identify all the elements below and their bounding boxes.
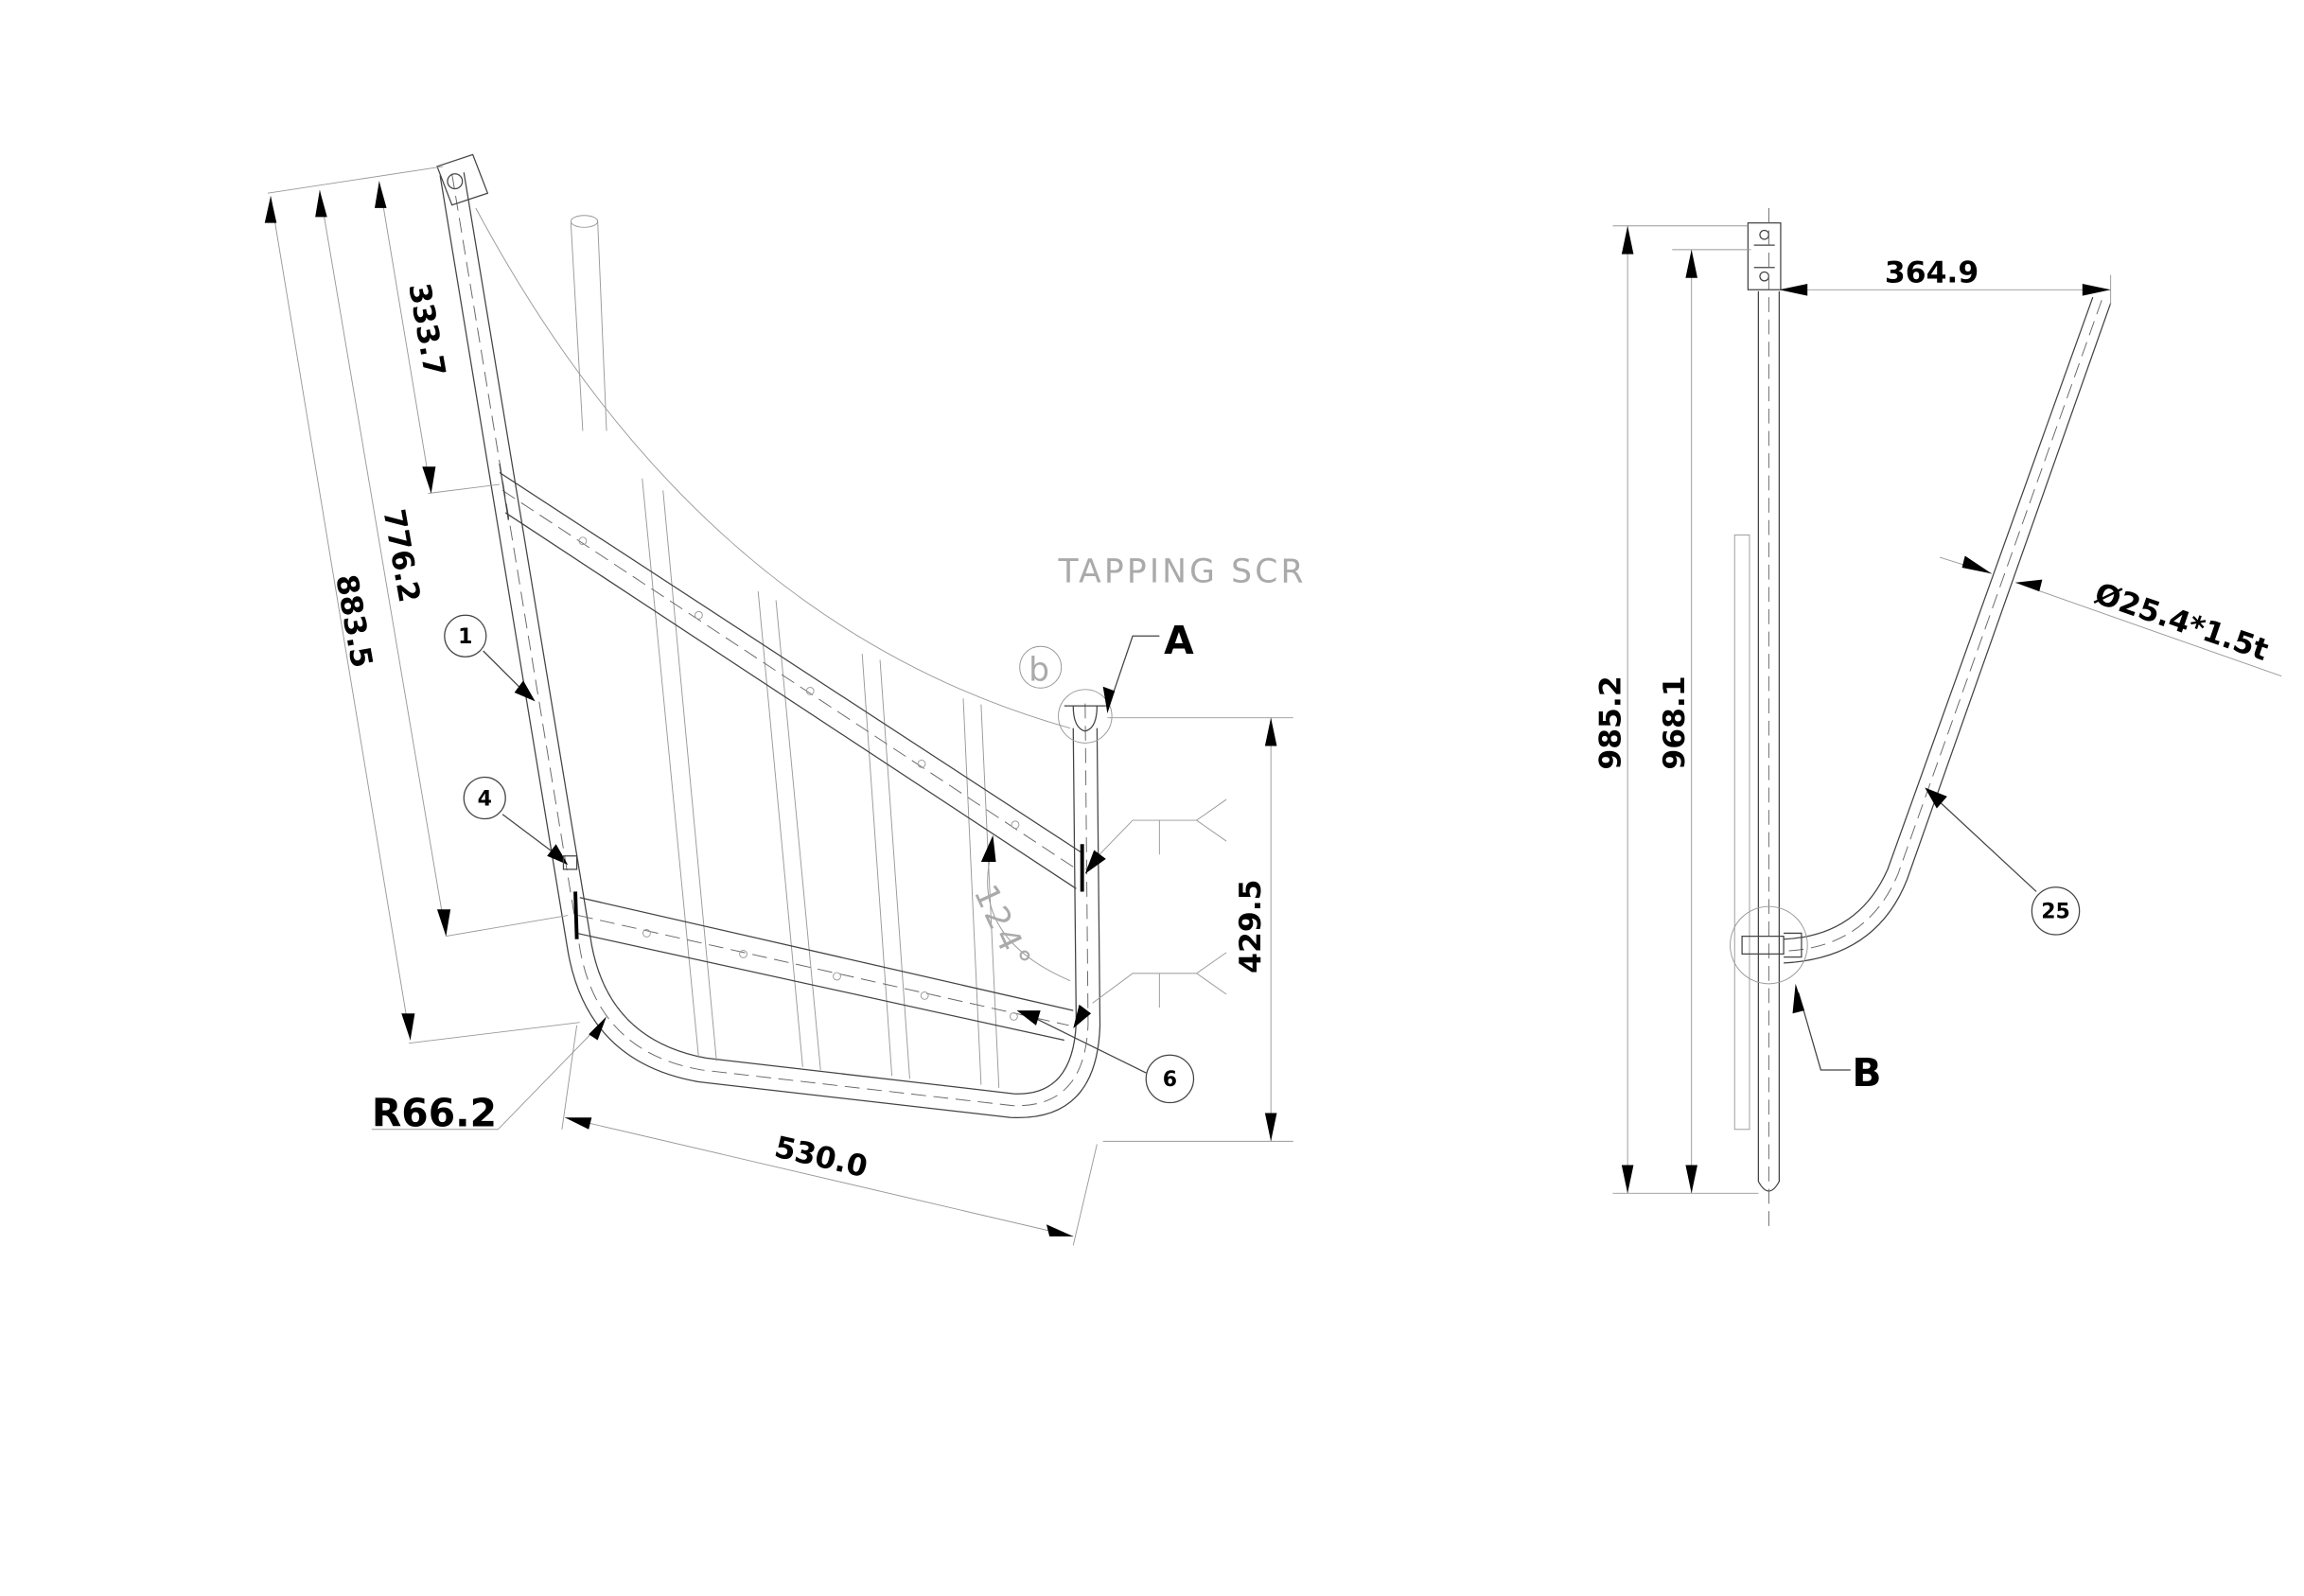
top-bracket <box>436 153 489 206</box>
callout-25: 25 <box>1925 787 2081 936</box>
side-bracket <box>1747 221 1782 290</box>
bracket-hole <box>447 173 464 190</box>
panel-curve <box>475 207 1071 729</box>
dim-bottom-width: 530.0 <box>771 1131 871 1184</box>
callout-6: 6 <box>1016 1010 1195 1104</box>
tapping-screw-note: TAPPING SCR <box>1058 553 1307 591</box>
post-top <box>570 215 599 228</box>
dim-offset: 364.9 <box>1885 255 1979 289</box>
svg-text:1: 1 <box>458 625 472 649</box>
detail-b-label: b <box>1029 651 1052 689</box>
frame-tube-outer <box>439 175 1101 1118</box>
side-view: 985.2 968.1 364.9 Ø25.4*1.5t 25 B <box>1593 207 2282 1226</box>
svg-text:4: 4 <box>478 787 492 811</box>
side-plate <box>1733 535 1750 1131</box>
vertical-post <box>570 219 607 431</box>
svg-text:6: 6 <box>1163 1068 1177 1092</box>
dim-tube-height: 968.1 <box>1658 675 1692 769</box>
dim-tube-spec: Ø25.4*1.5t <box>2090 577 2273 668</box>
section-b-label: B <box>1852 1050 1881 1096</box>
dim-top-segment: 333.7 <box>401 281 451 379</box>
dim-right-height: 429.5 <box>1234 880 1268 973</box>
frame-tube-inner <box>463 172 1078 1095</box>
dim-mid-length: 776.2 <box>377 506 427 605</box>
detail-a-circle <box>1058 689 1113 744</box>
frame-tube-centerline <box>451 173 1089 1107</box>
svg-text:25: 25 <box>2041 901 2070 924</box>
diagonal-bar <box>499 471 1083 889</box>
front-view: b TAPPING SCR A 124° 883.5 776.2 333.7 R… <box>264 153 1307 1246</box>
callout-1: 1 <box>444 614 536 702</box>
dim-overall-height: 985.2 <box>1593 675 1627 769</box>
detail-b-circle <box>1730 905 1808 985</box>
angled-tube <box>1784 296 2112 964</box>
dim-bend-radius: R66.2 <box>372 1091 497 1136</box>
panel-slats <box>642 478 1000 1088</box>
bottom-bar <box>576 897 1074 1042</box>
section-a-label: A <box>1164 618 1194 663</box>
detail-b-tag <box>1019 645 1063 689</box>
dim-overall-length: 883.5 <box>328 572 378 671</box>
callout-4: 4 <box>463 776 578 870</box>
angle-label: 124° <box>966 879 1039 977</box>
